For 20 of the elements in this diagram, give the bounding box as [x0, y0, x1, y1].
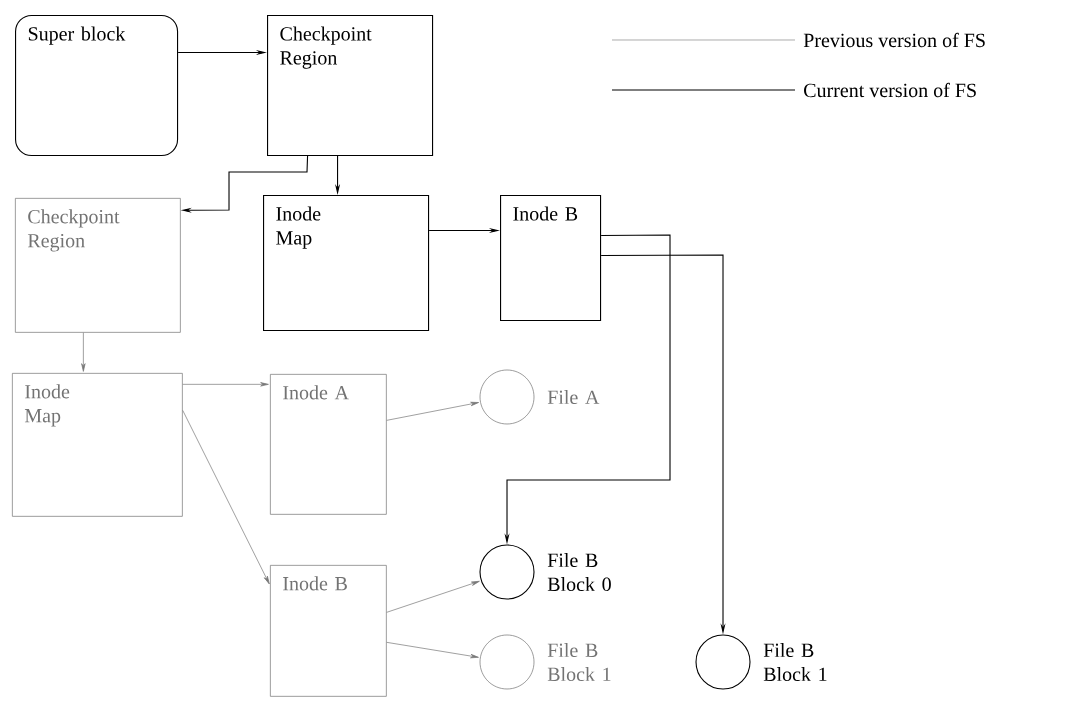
- arrow: [386, 580, 480, 613]
- file-label: File B Block 0: [547, 552, 611, 591]
- block-box: Inode B: [270, 565, 387, 697]
- rounded-box: Super block: [15, 15, 179, 157]
- block-box: Inode Map: [263, 195, 430, 332]
- arrow: [182, 410, 270, 585]
- arrow: [81, 332, 86, 372]
- block-box: Inode B: [500, 195, 602, 322]
- legend-label: Current version of FS: [804, 82, 976, 98]
- file-label: File A: [547, 389, 600, 404]
- arrow: [386, 401, 479, 421]
- block-box: Inode A: [270, 374, 387, 515]
- block-box: Checkpoint Region: [267, 15, 434, 157]
- file-label: File B Block 1: [547, 642, 611, 681]
- arrow: [182, 382, 269, 387]
- file-label: File B Block 1: [763, 642, 827, 681]
- block-box: Checkpoint Region: [15, 198, 181, 333]
- arrow: [386, 642, 479, 659]
- block-box: Inode Map: [12, 373, 183, 517]
- legend-label: Previous version of FS: [803, 32, 985, 48]
